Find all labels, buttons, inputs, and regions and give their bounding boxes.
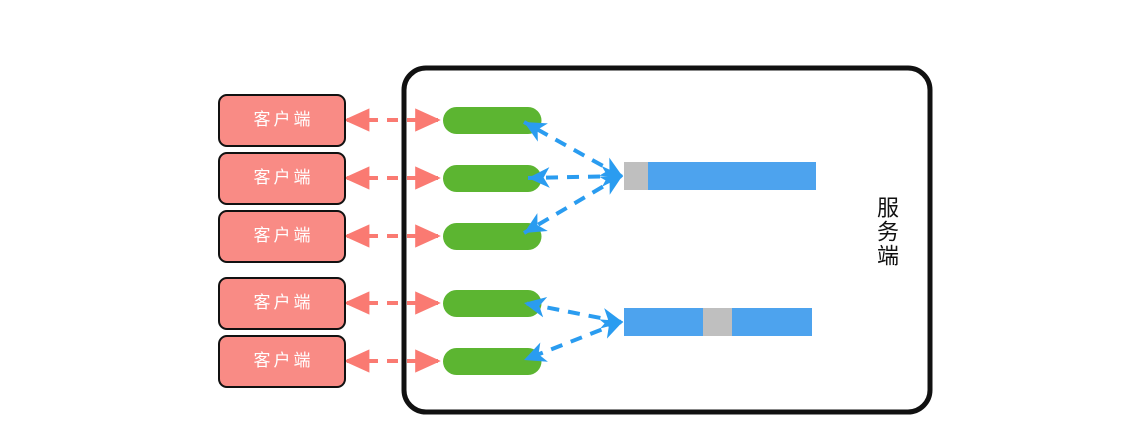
dispatch-link-1 [523,120,624,178]
client-box-label: 客户端 [253,293,314,313]
client-box-2[interactable]: 客户端 [218,152,346,205]
client-box-4[interactable]: 客户端 [218,277,346,330]
dispatch-link-4 [523,296,624,329]
connection-handler-3 [443,223,542,250]
dispatch-link-5 [523,319,624,362]
client-box-label: 客户端 [253,226,314,246]
connection-handler-2 [443,165,542,192]
client-links-group [343,108,441,373]
buffer-bars-group [624,162,816,336]
buffer-bar-lower-segment-1-blue [624,308,703,336]
buffer-bar-upper-segment-2-blue [648,162,816,190]
buffer-bar-lower-segment-3-blue [732,308,812,336]
client-box-label: 客户端 [253,110,314,130]
client-box-1[interactable]: 客户端 [218,94,346,147]
dispatch-links-group [522,120,624,362]
client-box-5[interactable]: 客户端 [218,335,346,388]
client-box-3[interactable]: 客户端 [218,210,346,263]
buffer-bar-lower-segment-2-gray [703,308,732,336]
connection-handler-5 [443,348,542,375]
server-label: 服务端 [873,196,898,268]
client-box-label: 客户端 [253,351,314,371]
buffer-bar-upper [624,162,816,190]
buffer-bar-upper-segment-1-gray [624,162,648,190]
connection-handler-1 [443,107,542,134]
connection-handler-4 [443,290,542,317]
client-box-label: 客户端 [253,168,314,188]
connection-handlers-group [443,107,542,375]
dispatch-link-3 [522,174,624,235]
buffer-bar-lower [624,308,812,336]
